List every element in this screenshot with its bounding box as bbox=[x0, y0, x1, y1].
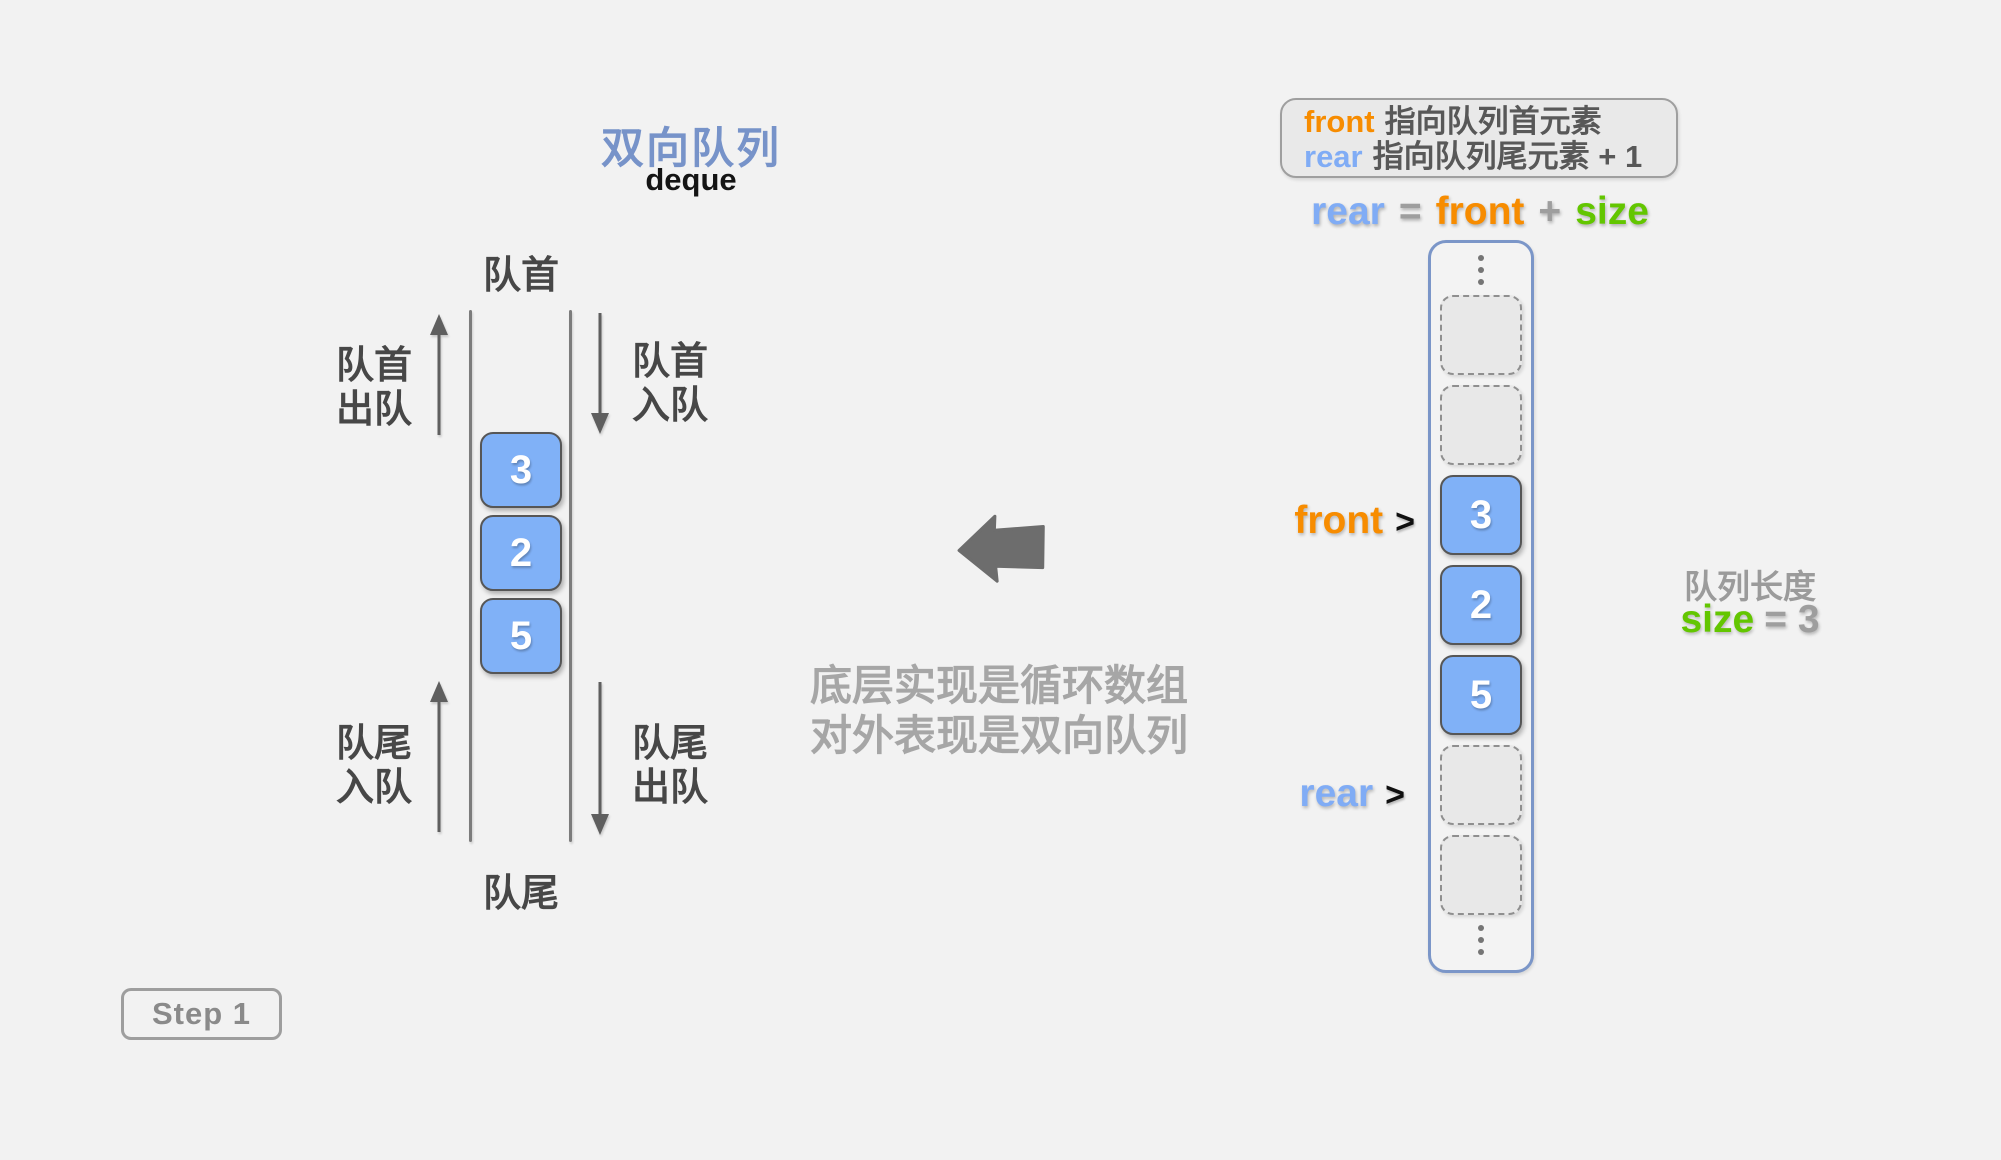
front-pointer-label: front bbox=[1294, 499, 1384, 542]
queue-element: 2 bbox=[480, 515, 562, 591]
array-cell-empty bbox=[1440, 385, 1522, 465]
array-cell-empty bbox=[1440, 835, 1522, 915]
circular-array: 3 2 5 bbox=[1428, 240, 1534, 973]
size-value: = 3 bbox=[1764, 598, 1820, 641]
note-line-2: 对外表现是双向队列 bbox=[809, 712, 1188, 759]
legend-rear-keyword: rear bbox=[1304, 139, 1363, 174]
legend-front-text: 指向队列首元素 bbox=[1384, 104, 1602, 139]
queue-element: 3 bbox=[480, 432, 562, 508]
formula-size: size bbox=[1575, 190, 1649, 233]
arrow-down-head-enqueue-icon bbox=[591, 313, 609, 434]
array-cell-empty bbox=[1440, 745, 1522, 825]
front-pointer-chevron-icon: > bbox=[1395, 503, 1415, 541]
note-line-1: 底层实现是循环数组 bbox=[809, 662, 1188, 709]
queue-channel-left-line bbox=[469, 310, 472, 842]
op-tail-enqueue-label: 队尾 入队 bbox=[335, 723, 412, 809]
op-tail-dequeue-label: 队尾 出队 bbox=[631, 723, 708, 809]
size-value-line: size= 3 bbox=[1655, 598, 1845, 642]
rear-pointer-chevron-icon: > bbox=[1385, 776, 1405, 814]
array-cell-empty bbox=[1440, 295, 1522, 375]
ellipsis-dots-top-icon bbox=[1478, 255, 1484, 285]
queue-tail-label: 队尾 bbox=[482, 873, 559, 915]
queue-head-label: 队首 bbox=[482, 255, 559, 297]
op-head-enqueue-label: 队首 入队 bbox=[631, 341, 708, 427]
front-pointer: front > bbox=[1235, 499, 1415, 543]
formula-plus: + bbox=[1538, 190, 1562, 233]
arrow-up-tail-enqueue-icon bbox=[430, 681, 448, 832]
page-subtitle: deque bbox=[645, 162, 737, 197]
legend-rear-text: 指向队列尾元素 + 1 bbox=[1372, 139, 1643, 174]
page-title: 双向队列 bbox=[601, 125, 781, 173]
arrow-down-tail-dequeue-icon bbox=[591, 682, 609, 835]
pointer-legend: front 指向队列首元素 rear 指向队列尾元素 + 1 bbox=[1280, 98, 1678, 178]
block-arrow-left-icon bbox=[957, 514, 1045, 583]
size-keyword: size bbox=[1680, 598, 1755, 641]
rear-pointer: rear > bbox=[1235, 772, 1405, 816]
op-head-dequeue-label: 队首 出队 bbox=[335, 345, 412, 431]
rear-pointer-label: rear bbox=[1299, 772, 1374, 815]
legend-rear-row: rear 指向队列尾元素 + 1 bbox=[1304, 139, 1676, 174]
ellipsis-dots-bottom-icon bbox=[1478, 925, 1484, 955]
array-cell-element: 3 bbox=[1440, 475, 1522, 555]
legend-front-row: front 指向队列首元素 bbox=[1304, 104, 1676, 139]
queue-length-caption: 队列长度 bbox=[1684, 568, 1816, 605]
array-cell-element: 2 bbox=[1440, 565, 1522, 645]
step-button[interactable]: Step 1 bbox=[121, 988, 282, 1040]
formula-equals: = bbox=[1398, 190, 1422, 233]
array-cell-element: 5 bbox=[1440, 655, 1522, 735]
arrow-up-head-dequeue-icon bbox=[430, 314, 448, 435]
legend-front-keyword: front bbox=[1304, 104, 1375, 139]
rear-formula: rear = front + size bbox=[1285, 190, 1675, 234]
formula-rear: rear bbox=[1311, 190, 1385, 233]
formula-front: front bbox=[1435, 190, 1525, 233]
queue-element: 5 bbox=[480, 598, 562, 674]
queue-channel-right-line bbox=[569, 310, 572, 842]
